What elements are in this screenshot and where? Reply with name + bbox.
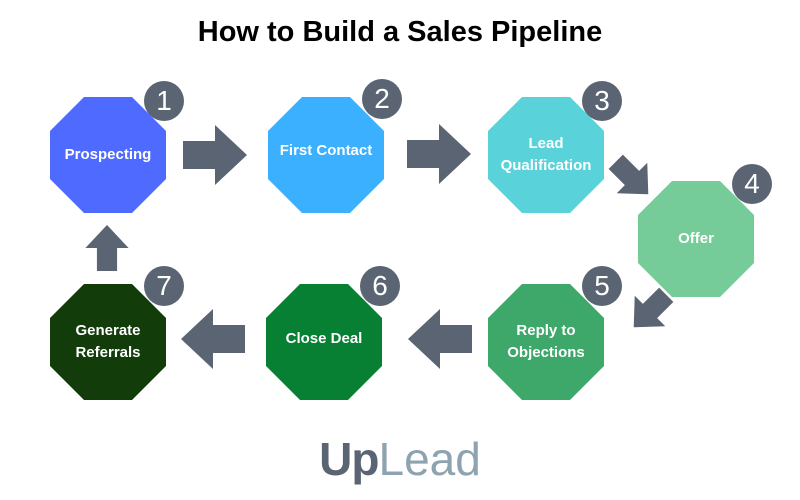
octagon-shape: [50, 97, 166, 213]
step-close-deal: Close Deal: [266, 284, 382, 400]
step-label: Prospecting: [64, 146, 152, 163]
arrow-right-icon: [183, 125, 247, 185]
arrow-up-icon: [85, 224, 129, 272]
step-number-badge: 2: [362, 79, 402, 119]
arrow-down-right-icon: [608, 154, 649, 195]
octagon-shape: [488, 97, 604, 213]
step-number-badge: 7: [144, 266, 184, 306]
step-number-badge: 1: [144, 81, 184, 121]
step-number-badge: 4: [732, 164, 772, 204]
logo-part-lead: Lead: [378, 433, 481, 485]
arrow-down-left-icon: [633, 287, 674, 328]
octagon-shape: [488, 284, 604, 400]
step-label: Close Deal: [285, 330, 363, 347]
step-reply-to-objections: Reply to Objections: [488, 284, 604, 400]
octagon-shape: [638, 181, 754, 297]
uplead-logo: UpLead: [0, 432, 800, 486]
arrow-left-icon: [408, 309, 472, 369]
step-label: Offer: [678, 230, 714, 247]
step-number-badge: 5: [582, 266, 622, 306]
step-prospecting: Prospecting: [50, 97, 166, 213]
step-lead-qualification: Lead Qualification: [488, 97, 604, 213]
step-generate-referrals: Generate Referrals: [50, 284, 166, 400]
octagon-shape: [268, 97, 384, 213]
arrow-left-icon: [181, 309, 245, 369]
arrow-right-icon: [407, 124, 471, 184]
step-number-badge: 6: [360, 266, 400, 306]
step-label: Lead Qualification: [500, 135, 592, 174]
octagon-shape: [266, 284, 382, 400]
step-first-contact: First Contact: [268, 97, 384, 213]
diagram-title: How to Build a Sales Pipeline: [197, 16, 603, 48]
octagon-shape: [50, 284, 166, 400]
step-number-badge: 3: [582, 81, 622, 121]
logo-part-up: Up: [319, 433, 379, 485]
step-label: Generate Referrals: [75, 322, 141, 361]
step-offer: Offer: [638, 181, 754, 297]
step-label: Reply to Objections: [507, 322, 585, 361]
step-label: First Contact: [279, 142, 373, 159]
